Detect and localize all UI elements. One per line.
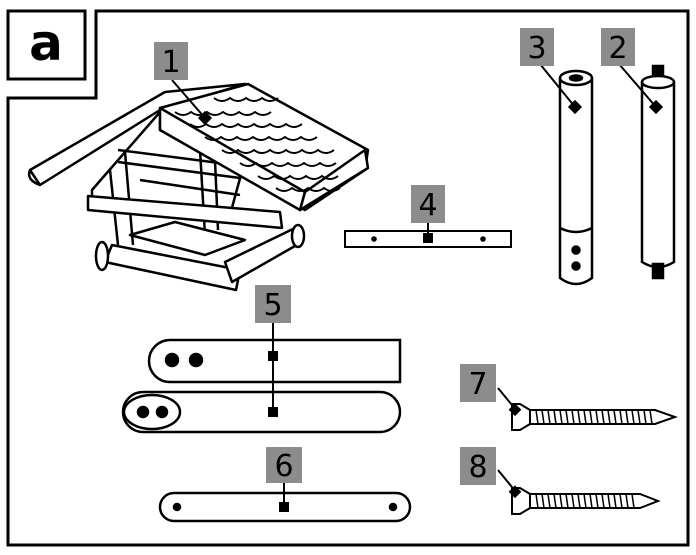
- roof-shingles: [174, 96, 341, 192]
- part-2-post: [640, 64, 676, 280]
- svg-text:4: 4: [418, 188, 437, 223]
- label-1: 1: [154, 42, 188, 80]
- part-7-screw: [511, 403, 679, 431]
- panel-letter-box: [6, 9, 87, 81]
- label-3: 3: [520, 28, 554, 66]
- part-5-brackets: [121, 338, 402, 434]
- svg-text:8: 8: [468, 450, 487, 485]
- label-8: 8: [460, 447, 496, 485]
- label-2: 2: [601, 28, 635, 66]
- part-3-post: [558, 69, 594, 286]
- part-8-screw: [511, 487, 661, 515]
- label-4: 4: [411, 185, 445, 223]
- label-5: 5: [255, 285, 291, 323]
- svg-text:2: 2: [608, 31, 627, 66]
- svg-text:1: 1: [161, 45, 180, 80]
- diagram-frame: [6, 9, 690, 547]
- part-labels: 1 3 2 4 5 6 7 8: [154, 28, 635, 485]
- svg-text:5: 5: [263, 288, 282, 323]
- leader-lines: [171, 63, 664, 512]
- label-6: 6: [266, 447, 302, 484]
- label-7: 7: [460, 364, 496, 402]
- panel-letter: a: [29, 14, 63, 72]
- svg-text:7: 7: [468, 367, 487, 402]
- svg-text:3: 3: [527, 31, 546, 66]
- svg-text:6: 6: [274, 449, 293, 484]
